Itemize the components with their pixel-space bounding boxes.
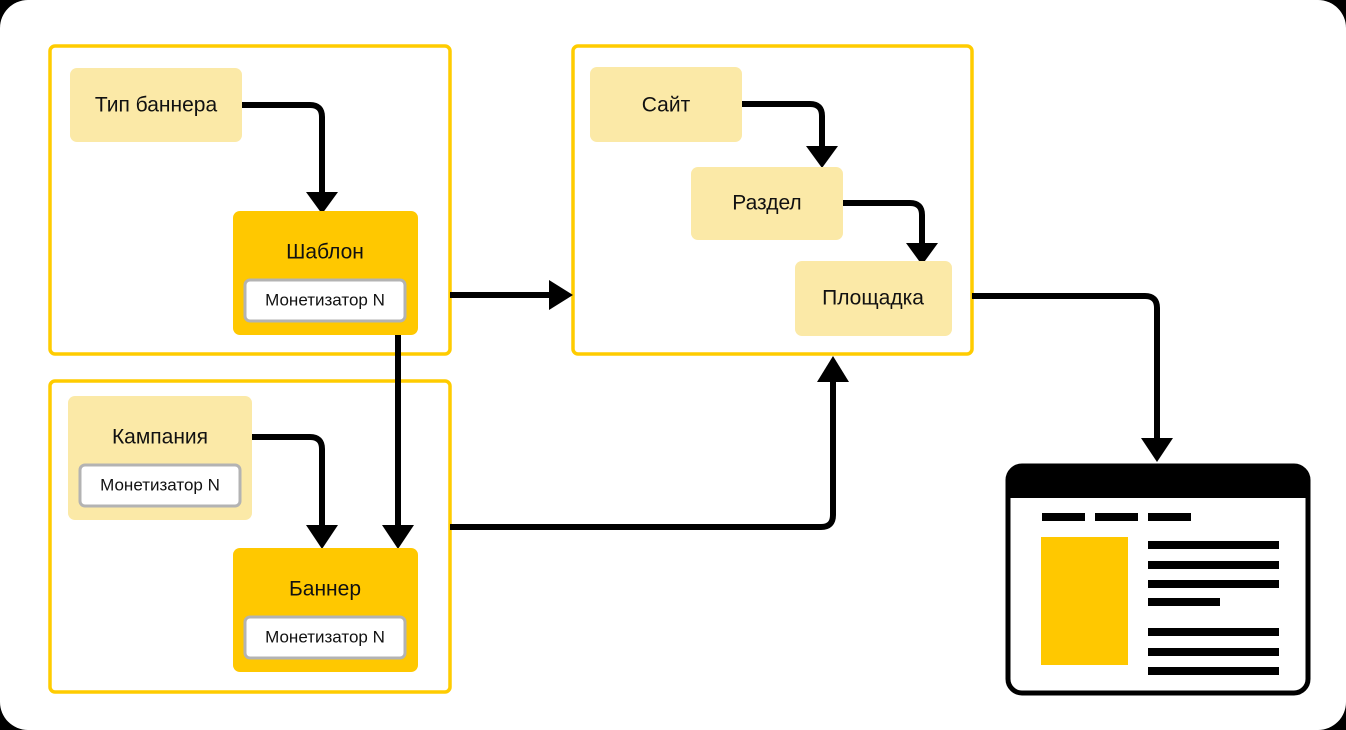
node-campaign[interactable]: Кампания Монетизатор N — [68, 396, 252, 520]
connector-template-to-site-group — [450, 280, 573, 310]
text-line — [1148, 628, 1279, 636]
connector-site-to-section — [742, 101, 838, 168]
chip-campaign-monetizer[interactable]: Монетизатор N — [78, 463, 242, 508]
connector-banner-type-to-template — [242, 102, 338, 214]
arrowhead-icon — [382, 525, 414, 549]
arrowhead-icon — [549, 280, 573, 310]
node-site[interactable]: Сайт — [590, 67, 742, 142]
chip-campaign-monetizer-label: Монетизатор N — [100, 475, 220, 494]
node-template-label: Шаблон — [286, 241, 364, 264]
nav-item[interactable] — [1095, 513, 1138, 521]
connector-banner-group-to-placement — [450, 356, 849, 530]
ad-placeholder[interactable] — [1041, 537, 1128, 665]
connector-placement-to-webpage — [972, 293, 1173, 462]
arrowhead-icon — [906, 243, 938, 265]
arrowhead-icon — [306, 525, 338, 549]
nav-item[interactable] — [1148, 513, 1191, 521]
arrowhead-icon — [806, 146, 838, 168]
chip-banner-monetizer[interactable]: Монетизатор N — [243, 615, 407, 660]
webpage-preview[interactable] — [1005, 463, 1311, 696]
arrowhead-icon — [306, 192, 338, 214]
node-placement-label: Площадка — [822, 287, 924, 310]
chip-template-monetizer[interactable]: Монетизатор N — [243, 278, 407, 323]
node-banner-type-label: Тип баннера — [95, 94, 218, 117]
connector-section-to-placement — [843, 200, 938, 265]
node-banner-label: Баннер — [289, 578, 361, 601]
node-section[interactable]: Раздел — [691, 167, 843, 240]
browser-titlebar — [1008, 466, 1308, 498]
text-line — [1148, 667, 1279, 675]
connector-template-to-banner — [382, 335, 414, 549]
nav-item[interactable] — [1042, 513, 1085, 521]
text-line — [1148, 598, 1220, 606]
text-line — [1148, 561, 1279, 569]
node-site-label: Сайт — [642, 94, 691, 117]
text-line — [1148, 580, 1279, 588]
chip-banner-monetizer-label: Монетизатор N — [265, 627, 385, 646]
node-banner-type[interactable]: Тип баннера — [70, 68, 242, 142]
node-placement[interactable]: Площадка — [795, 261, 952, 336]
node-banner[interactable]: Баннер Монетизатор N — [233, 548, 418, 672]
text-line — [1148, 648, 1279, 656]
arrowhead-icon — [1141, 438, 1173, 462]
arrowhead-icon — [817, 356, 849, 382]
chip-template-monetizer-label: Монетизатор N — [265, 290, 385, 309]
node-template[interactable]: Шаблон Монетизатор N — [233, 211, 418, 335]
connector-campaign-to-banner — [252, 434, 338, 549]
node-campaign-label: Кампания — [112, 426, 208, 449]
node-section-label: Раздел — [732, 192, 801, 215]
text-line — [1148, 541, 1279, 549]
